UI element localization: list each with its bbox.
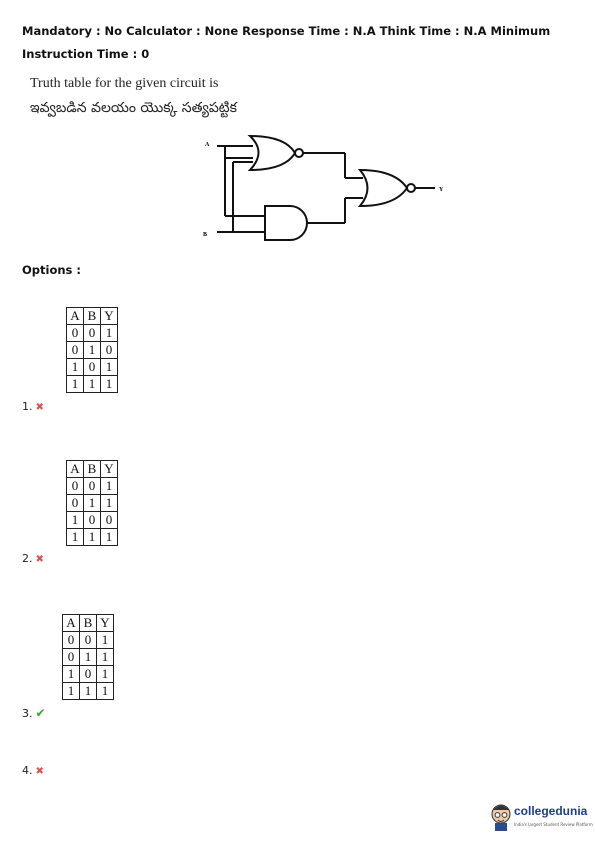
table-cell: 0: [62, 631, 80, 649]
logic-circuit-diagram: A B Y: [203, 134, 444, 241]
table-cell: 0: [66, 494, 84, 512]
table-cell: 1: [83, 494, 101, 512]
table-cell: 1: [83, 375, 101, 393]
truth-table-option-3: A B Y 0 0 1 0 1 1 1 0 1 1 1 1: [62, 614, 114, 700]
circuit-label-y: Y: [439, 187, 444, 193]
mascot-icon: [491, 804, 511, 831]
table-cell: 1: [100, 528, 118, 546]
table-cell: 1: [100, 375, 118, 393]
table-cell: 0: [100, 511, 118, 529]
table-cell: 1: [66, 375, 84, 393]
table-cell: 0: [79, 631, 97, 649]
table-cell: 0: [83, 358, 101, 376]
table-cell: 1: [62, 682, 80, 700]
table-cell: 0: [66, 341, 84, 359]
logo-brand: collegedunia: [514, 804, 588, 818]
truth-table-option-2: A B Y 0 0 1 0 1 1 1 0 0 1 1 1: [66, 460, 118, 546]
option-number: 2.: [22, 552, 33, 565]
table-cell: 1: [79, 648, 97, 666]
circuit-label-a: A: [205, 142, 210, 148]
table-cell: 1: [100, 494, 118, 512]
option-4[interactable]: 4.✖: [22, 764, 44, 777]
logo-tagline: India's largest Student Review Platform: [514, 822, 593, 827]
table-cell: 1: [96, 682, 114, 700]
wrong-icon: ✖: [35, 402, 44, 413]
table-cell: 1: [79, 682, 97, 700]
collegedunia-logo: collegedunia India's largest Student Rev…: [490, 802, 593, 836]
table-header: Y: [100, 307, 118, 325]
table-cell: 1: [83, 341, 101, 359]
table-cell: 0: [66, 477, 84, 495]
table-cell: 1: [100, 324, 118, 342]
options-heading: Options :: [22, 263, 81, 277]
table-header: Y: [96, 614, 114, 632]
table-header: B: [79, 614, 97, 632]
question-meta: Mandatory : No Calculator : None Respons…: [22, 24, 551, 61]
option-2[interactable]: 2.✖: [22, 552, 44, 565]
table-cell: 0: [100, 341, 118, 359]
table-cell: 0: [83, 324, 101, 342]
table-cell: 0: [62, 648, 80, 666]
option-1[interactable]: 1.✖: [22, 400, 44, 413]
table-cell: 1: [96, 665, 114, 683]
table-cell: 0: [66, 324, 84, 342]
table-cell: 1: [100, 477, 118, 495]
wrong-icon: ✖: [35, 554, 44, 565]
question-text-telugu: ఇవ్వబడిన వలయం యొక్క సత్యపట్టిక: [30, 100, 237, 116]
table-cell: 1: [96, 631, 114, 649]
truth-table-option-1: A B Y 0 0 1 0 1 0 1 0 1 1 1 1: [66, 307, 118, 393]
table-cell: 1: [96, 648, 114, 666]
table-cell: 1: [66, 511, 84, 529]
table-header: A: [66, 460, 84, 478]
table-header: Y: [100, 460, 118, 478]
table-cell: 1: [83, 528, 101, 546]
circuit-label-b: B: [203, 232, 207, 238]
table-cell: 0: [83, 477, 101, 495]
option-number: 1.: [22, 400, 33, 413]
table-header: B: [83, 460, 101, 478]
table-cell: 1: [66, 358, 84, 376]
wrong-icon: ✖: [35, 766, 44, 777]
table-header: A: [66, 307, 84, 325]
option-number: 3.: [22, 707, 33, 720]
table-header: B: [83, 307, 101, 325]
table-cell: 1: [66, 528, 84, 546]
table-cell: 0: [79, 665, 97, 683]
check-icon: ✔: [35, 706, 46, 720]
table-header: A: [62, 614, 80, 632]
option-number: 4.: [22, 764, 33, 777]
table-cell: 1: [62, 665, 80, 683]
table-cell: 0: [83, 511, 101, 529]
table-cell: 1: [100, 358, 118, 376]
question-text-english: Truth table for the given circuit is: [30, 76, 219, 91]
option-3[interactable]: 3.✔: [22, 706, 46, 720]
